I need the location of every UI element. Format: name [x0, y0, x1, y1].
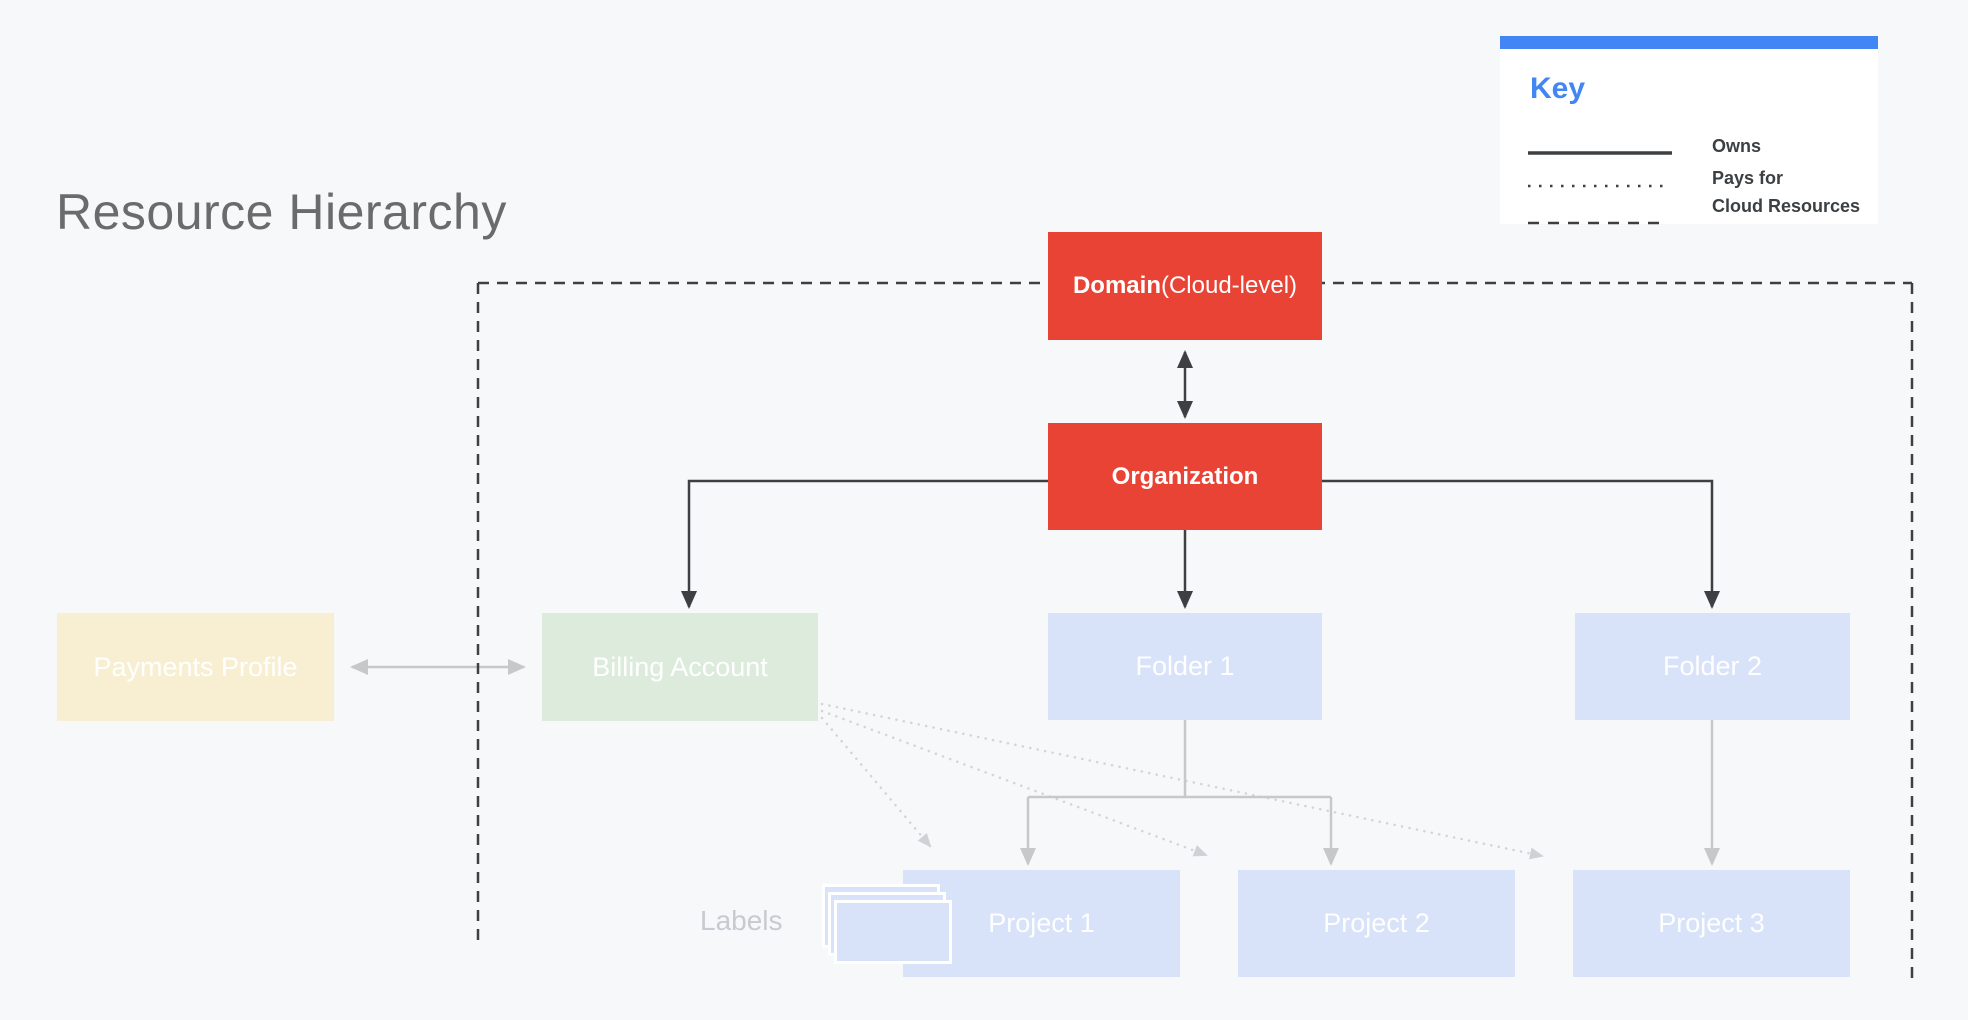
- folder-2-label: Folder 2: [1662, 651, 1763, 681]
- pays-for-dotted-lines: [820, 702, 1544, 860]
- labels-caption: Labels: [700, 905, 783, 936]
- solid-line-sample: [1528, 151, 1672, 155]
- billing-account-label: Billing Account: [592, 651, 768, 682]
- page-title: Resource Hierarchy: [56, 184, 507, 240]
- domain-label: Domain: [1072, 272, 1161, 299]
- legend-title: Key: [1530, 72, 1586, 105]
- node-domain: Domain (Cloud-level): [1048, 232, 1322, 340]
- organization-label: Organization: [1111, 462, 1259, 490]
- label-card-front: [834, 900, 952, 964]
- project-1-label: Project 1: [988, 908, 1095, 938]
- dark-connectors: [681, 350, 1720, 609]
- legend-panel: Key Owns Pays for Cloud Resources: [1500, 36, 1878, 225]
- node-payments-profile: Payments Profile: [57, 613, 334, 721]
- legend-accent-bar: [1500, 36, 1878, 49]
- node-project-3: Project 3: [1573, 870, 1850, 977]
- legend-label-owns: Owns: [1712, 136, 1762, 156]
- project-3-label: Project 3: [1658, 908, 1765, 938]
- domain-suffix: (Cloud-level): [1160, 272, 1298, 299]
- dashed-line-sample: [1528, 221, 1668, 225]
- dotted-line-sample: [1528, 184, 1668, 188]
- node-folder-2: Folder 2: [1575, 613, 1850, 720]
- node-billing-account: Billing Account: [542, 613, 818, 721]
- legend-label-cloud-resources: Cloud Resources: [1712, 196, 1861, 216]
- cloud-resources-boundary: [476, 281, 1914, 985]
- node-organization: Organization: [1048, 423, 1322, 530]
- node-folder-1: Folder 1: [1048, 613, 1322, 720]
- labels-cards-icon: [822, 884, 962, 974]
- payments-profile-label: Payments Profile: [93, 651, 298, 682]
- folder-1-label: Folder 1: [1135, 651, 1235, 681]
- project-2-label: Project 2: [1323, 908, 1430, 938]
- node-project-2: Project 2: [1238, 870, 1515, 977]
- legend-label-pays-for: Pays for: [1712, 168, 1784, 188]
- gray-connectors: [350, 659, 1720, 866]
